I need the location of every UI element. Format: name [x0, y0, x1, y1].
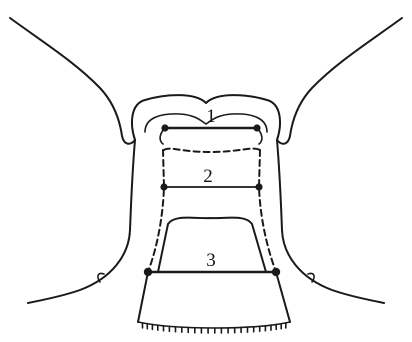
- right-outer-contour: [277, 18, 402, 144]
- measurement-3-left-point: [144, 268, 152, 276]
- lower-left-wall: [138, 272, 148, 322]
- dashed-cap: [164, 149, 260, 152]
- measurement-3-right-point: [272, 268, 280, 276]
- lower-right-contour: [277, 140, 384, 303]
- measurement-2: 2: [160, 166, 262, 191]
- measurement-label-2: 2: [203, 166, 213, 187]
- measurement-1: 1: [161, 106, 260, 132]
- measurement-1-left-point: [161, 124, 168, 131]
- measurement-label-3: 3: [206, 250, 216, 271]
- lower-left-contour: [28, 140, 135, 303]
- measurement-2-left-point: [160, 183, 167, 190]
- measurement-1-right-point: [253, 124, 260, 131]
- lower-right-wall: [276, 272, 290, 322]
- left-outer-contour: [10, 18, 135, 144]
- hatched-base-arc: [138, 322, 290, 328]
- measurement-label-1: 1: [206, 106, 216, 127]
- base-hatching: [143, 323, 286, 333]
- measurement-2-right-point: [255, 183, 262, 190]
